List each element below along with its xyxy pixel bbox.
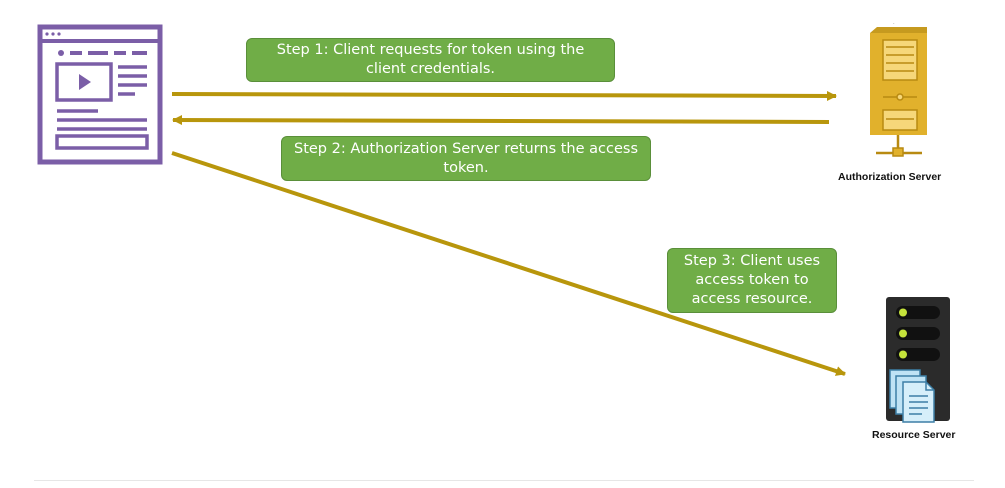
client-webpage-icon (37, 24, 163, 165)
step2-label-box: Step 2: Authorization Server returns the… (281, 136, 651, 181)
step1-label-box: Step 1: Client requests for token using … (246, 38, 615, 82)
authorization-server-icon: . (870, 20, 927, 157)
arrow-step1-request (171, 90, 837, 101)
resource-server-label: Resource Server (872, 429, 956, 441)
svg-text:.: . (893, 20, 895, 26)
step3-label-box: Step 3: Client uses access token to acce… (667, 248, 837, 313)
step1-text: Step 1: Client requests for token using … (276, 42, 585, 77)
document-stack-icon (889, 369, 935, 423)
bottom-divider (34, 480, 974, 481)
step3-text: Step 3: Client uses access token to acce… (683, 253, 821, 307)
authorization-server-label: Authorization Server (838, 171, 942, 183)
arrow-step3-access (171, 151, 846, 376)
arrow-step2-response (172, 115, 830, 126)
step2-text: Step 2: Authorization Server returns the… (294, 140, 638, 176)
